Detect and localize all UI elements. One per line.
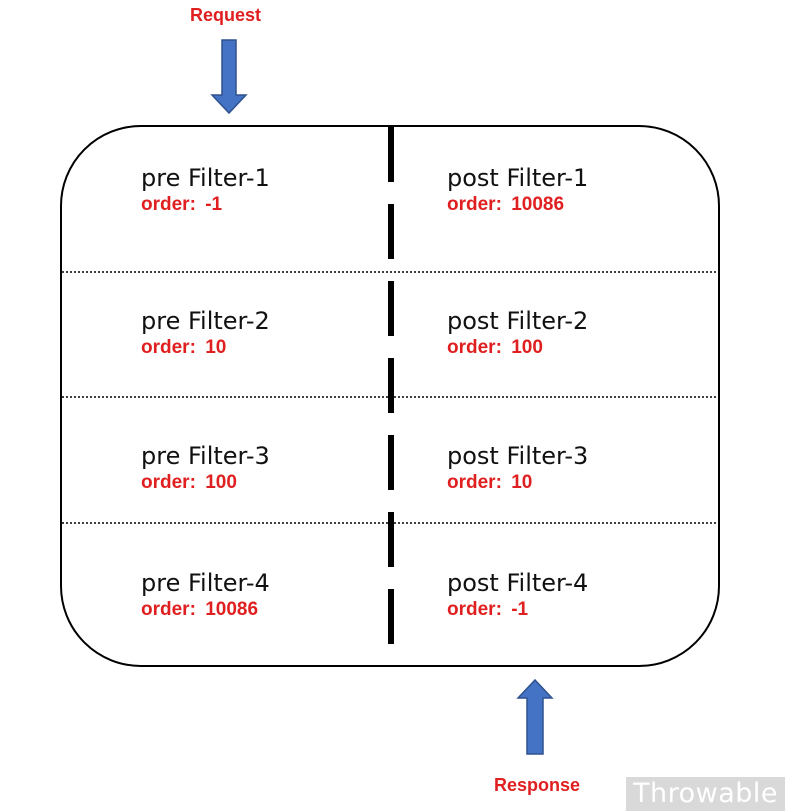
pre-filter-2-cell: pre Filter-2 order: 10 [141, 307, 270, 359]
post-filter-1-order: order: 10086 [447, 194, 565, 215]
post-filter-2-cell: post Filter-2 order: 100 [447, 307, 588, 359]
response-arrow-icon [516, 678, 554, 755]
post-filter-4-order: order: -1 [447, 599, 529, 620]
post-filter-4-cell: post Filter-4 order: -1 [447, 569, 588, 621]
pre-filter-1-order: order: -1 [141, 194, 223, 215]
pre-filter-1-name: pre Filter-1 [141, 164, 270, 192]
pre-filter-2-order: order: 10 [141, 337, 227, 358]
pre-filter-4-name: pre Filter-4 [141, 569, 270, 597]
post-filter-3-name: post Filter-3 [447, 442, 589, 470]
response-label: Response [494, 775, 581, 795]
request-label: Request [190, 5, 262, 25]
pre-filter-3-name: pre Filter-3 [141, 442, 270, 470]
pre-filter-2-name: pre Filter-2 [141, 307, 270, 335]
post-filter-1-cell: post Filter-1 order: 10086 [447, 164, 588, 216]
post-filter-2-name: post Filter-2 [447, 307, 589, 335]
post-filter-4-name: post Filter-4 [447, 569, 589, 597]
watermark: Throwable [626, 777, 785, 811]
post-filter-1-name: post Filter-1 [447, 164, 589, 192]
post-filter-3-cell: post Filter-3 order: 10 [447, 442, 588, 494]
pre-filter-1-cell: pre Filter-1 order: -1 [141, 164, 270, 216]
pre-filter-3-order: order: 100 [141, 472, 237, 493]
pre-filter-3-cell: pre Filter-3 order: 100 [141, 442, 270, 494]
pre-filter-4-cell: pre Filter-4 order: 10086 [141, 569, 270, 621]
post-filter-3-order: order: 10 [447, 472, 533, 493]
request-arrow-icon [210, 39, 248, 115]
post-filter-2-order: order: 100 [447, 337, 543, 358]
pre-filter-4-order: order: 10086 [141, 599, 259, 620]
